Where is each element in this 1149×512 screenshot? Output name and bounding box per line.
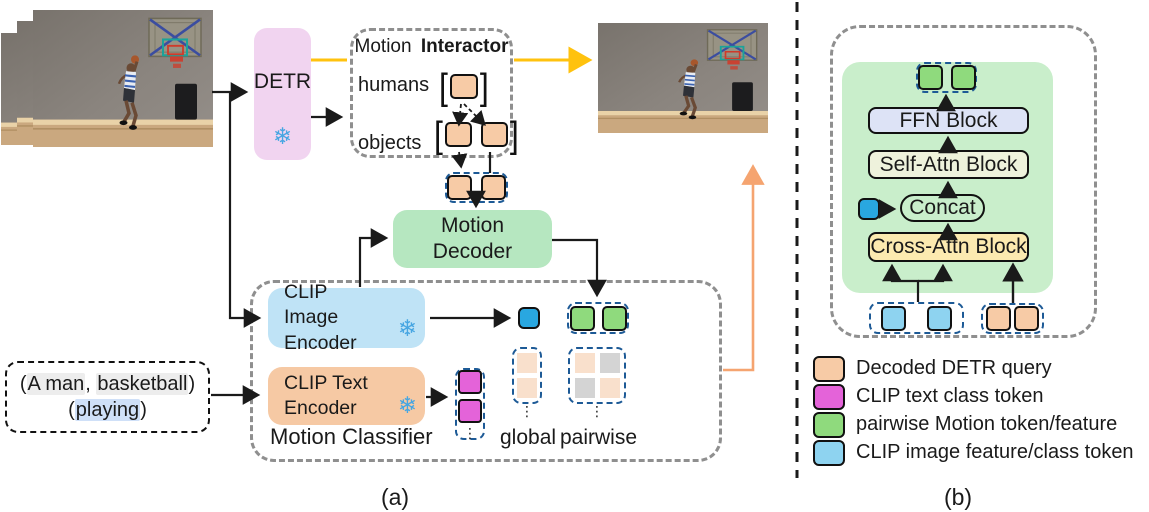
motion-decoder-detail-box <box>830 25 1097 338</box>
pairwise-label: pairwise <box>560 426 638 449</box>
self-attn-block-label: Self-Attn Block <box>879 152 1018 176</box>
legend-label: CLIP image feature/class token <box>856 441 1134 463</box>
object-query-token-1 <box>444 122 472 147</box>
global-cell-1 <box>517 353 537 373</box>
paired-object-token <box>481 175 506 200</box>
bracket-open: [ <box>434 113 443 156</box>
motion-interactor-box <box>350 28 513 158</box>
detr-label: DETR <box>253 70 312 93</box>
motion-decoder-label: Motion Decoder <box>432 213 513 263</box>
prompt-line-1: (A man, basketball) <box>20 371 195 397</box>
output-motion-token-box <box>916 62 977 93</box>
pairwise-cell-tr <box>599 353 620 373</box>
text-prompt-box: (A man, basketball) (playing) <box>5 361 210 433</box>
snowflake-icon: ❄ <box>272 123 293 149</box>
image-feature-token-box <box>869 302 964 334</box>
image-feature-token-2 <box>927 305 952 331</box>
global-cell-2 <box>517 378 537 398</box>
output-motion-token-1 <box>917 65 943 90</box>
clip-text-encoder-label: CLIP Text Encoder <box>284 371 368 419</box>
image-feature-token-1 <box>881 305 906 331</box>
humans-label: humans <box>358 74 430 96</box>
legend-item-text-class-token: CLIP text class token <box>813 383 1044 410</box>
human-token-group: [ ] <box>437 65 491 108</box>
bracket-close: ] <box>479 65 489 108</box>
legend-swatch <box>813 411 845 438</box>
legend-label: pairwise Motion token/feature <box>856 413 1118 435</box>
paren: ( <box>68 399 75 421</box>
snowflake-icon: ❄ <box>397 315 417 341</box>
self-attn-block: Self-Attn Block <box>868 150 1029 179</box>
prompt-separator: , <box>85 373 97 395</box>
input-frame-stack <box>0 0 220 160</box>
motion-token-1 <box>569 305 595 331</box>
clip-image-encoder-label: CLIP Image Encoder <box>284 280 357 354</box>
legend-item-detr-query: Decoded DETR query <box>813 355 1052 382</box>
cross-attn-block-label: Cross-Attn Block <box>870 235 1027 258</box>
objects-label: objects <box>358 132 422 154</box>
paren: ) <box>188 373 196 395</box>
text-class-token-1 <box>458 370 482 394</box>
global-label: global <box>500 426 557 449</box>
output-motion-token-2 <box>950 65 976 90</box>
prompt-line-2: (playing) <box>68 397 147 423</box>
prompt-noun-2: basketball <box>96 373 189 395</box>
selected-pair-token-box <box>445 172 508 203</box>
motion-interactor-title: Motion Interactor <box>350 36 513 58</box>
caption-a: (a) <box>380 484 410 510</box>
legend-swatch <box>813 355 845 382</box>
legend-item-motion-token: pairwise Motion token/feature <box>813 411 1118 438</box>
cross-attn-block: Cross-Attn Block <box>868 232 1029 262</box>
bracket-close: ] <box>509 113 519 156</box>
detr-block: DETR ❄ <box>254 28 311 160</box>
concat-block: Concat <box>900 194 985 222</box>
ellipsis: ⋮ <box>463 425 477 441</box>
legend-swatch <box>813 439 845 466</box>
bracket-open: [ <box>439 65 448 108</box>
pairwise-cell-tl <box>574 353 595 373</box>
legend-item-image-feature: CLIP image feature/class token <box>813 439 1134 466</box>
motion-interactor-title-regular: Motion <box>354 36 412 57</box>
clip-image-class-token <box>518 307 540 329</box>
motion-classifier-box <box>250 280 722 462</box>
ffn-block-label: FFN Block <box>899 108 998 132</box>
arrow-classifier-to-output-orange <box>723 164 765 372</box>
motion-interactor-title-bold: Interactor <box>420 36 509 57</box>
paired-human-token <box>447 175 472 200</box>
text-class-token-box: ⋮ <box>455 368 485 440</box>
motion-token-2 <box>601 305 627 331</box>
prompt-verb: playing <box>74 399 141 421</box>
legend-label: Decoded DETR query <box>856 357 1052 379</box>
human-query-token <box>449 74 478 99</box>
clip-image-encoder-block: CLIP Image Encoder ❄ <box>268 281 425 354</box>
paren: ( <box>19 373 27 395</box>
output-image <box>598 23 768 133</box>
ffn-block: FFN Block <box>868 107 1029 134</box>
class-token-input <box>858 198 880 220</box>
motion-decoder-block: Motion Decoder <box>393 210 552 268</box>
clip-text-encoder-block: CLIP Text Encoder ❄ <box>268 367 425 425</box>
detr-query-token-2 <box>1014 306 1039 331</box>
ellipsis: ⋮ <box>520 403 534 419</box>
legend-swatch <box>813 383 845 410</box>
paren: ) <box>140 399 147 421</box>
detr-query-token-box <box>981 303 1044 334</box>
snowflake-icon: ❄ <box>397 392 417 418</box>
object-query-token-2 <box>480 122 508 147</box>
text-class-token-2 <box>458 399 482 423</box>
object-token-group: [ ] <box>432 113 521 156</box>
motion-classifier-label: Motion Classifier <box>270 424 433 449</box>
motion-token-box <box>567 302 629 334</box>
detr-query-token-1 <box>986 306 1011 331</box>
pairwise-cell-bl <box>574 378 595 398</box>
global-score-matrix <box>512 347 542 404</box>
caption-b: (b) <box>943 484 973 510</box>
pairwise-cell-br <box>599 378 620 398</box>
concat-label: Concat <box>909 196 976 219</box>
prompt-noun-1: A man <box>26 373 86 395</box>
pairwise-score-matrix <box>568 347 626 404</box>
input-frame-1 <box>33 10 213 147</box>
ellipsis: ⋮ <box>590 403 604 419</box>
legend-label: CLIP text class token <box>856 385 1044 407</box>
